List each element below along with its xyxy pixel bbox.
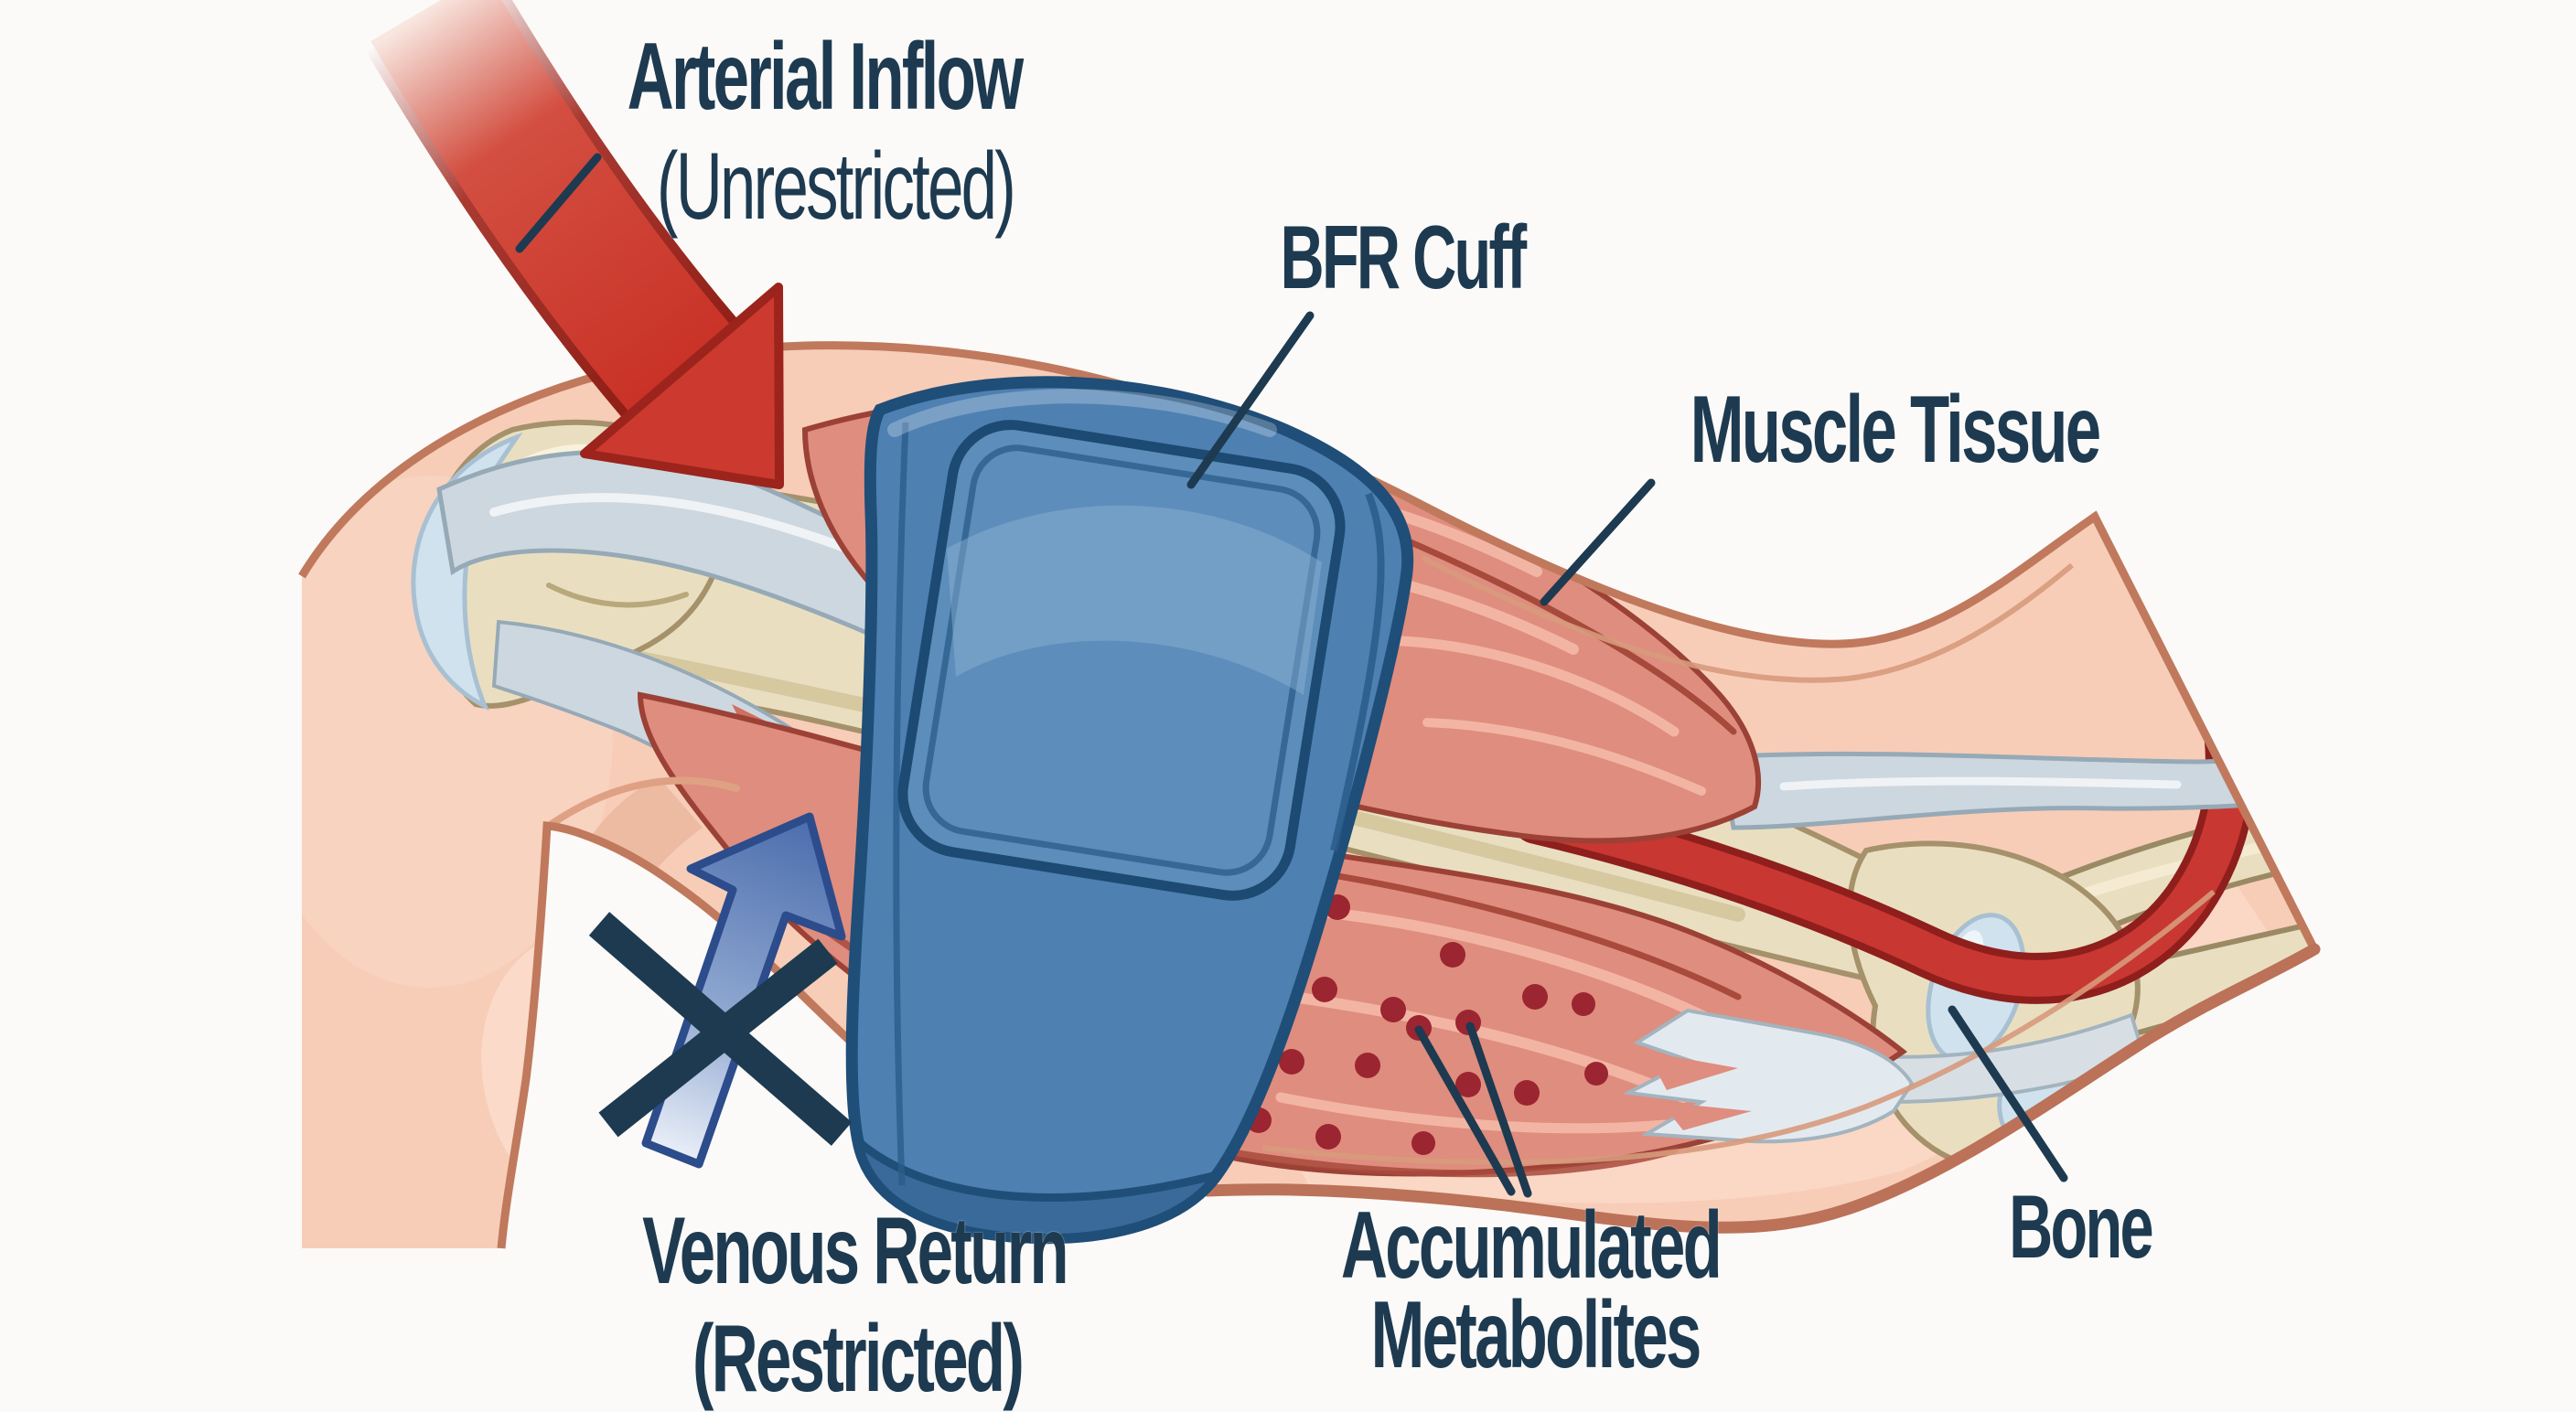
deep-muscle-streak-3 xyxy=(1275,1092,1670,1134)
leader-lines xyxy=(515,153,2068,1198)
cuff-right-fold-line xyxy=(1330,492,1385,851)
leader-metabolites-1 xyxy=(1414,1025,1516,1196)
label-arterial-inflow-subtitle: (Unrestricted) xyxy=(656,134,1016,240)
label-arterial-inflow: Arterial Inflow xyxy=(627,24,1024,130)
humeral-head-crease xyxy=(546,583,689,608)
cuff-pad xyxy=(897,420,1346,901)
cuff-pad-sheen xyxy=(947,505,1322,695)
arterial-inflow-arrow xyxy=(362,0,784,489)
label-bfr-cuff: BFR Cuff xyxy=(1280,207,1528,307)
fan-fiber-1 xyxy=(1647,1052,1738,1090)
bfr-cuff xyxy=(845,376,1414,1245)
cuff-bottom-fold xyxy=(852,1130,1227,1243)
label-accumulated-metabolites-line2: Metabolites xyxy=(1370,1282,1701,1388)
skin-inner-contour-top xyxy=(1421,555,2074,683)
label-muscle-tissue: Muscle Tissue xyxy=(1690,377,2102,483)
label-venous-return: Venous Return xyxy=(642,1198,1068,1304)
venous-return-arrow xyxy=(641,812,846,1169)
label-venous-return-subtitle: (Restricted) xyxy=(692,1306,1025,1412)
leader-muscle-tissue xyxy=(1540,478,1656,606)
cuff-pad-inner-line xyxy=(922,444,1321,876)
fan-fiber-2 xyxy=(1660,1102,1752,1130)
biceps-distal-tendon xyxy=(1716,744,2314,830)
biceps-streak-4 xyxy=(1422,718,1706,796)
blocked-x-icon xyxy=(588,912,853,1146)
skin-inner-contour-bottom xyxy=(1261,889,2216,1165)
biceps-streak-3 xyxy=(1367,635,1680,737)
leader-bfr-cuff xyxy=(1186,311,1315,489)
label-accumulated-metabolites-line1: Accumulated xyxy=(1340,1193,1723,1299)
label-bone: Bone xyxy=(2009,1176,2153,1277)
cuff-left-seam xyxy=(893,422,909,1186)
arm-underside-outline xyxy=(1201,943,2321,1234)
biceps-tendon-shine xyxy=(1779,776,2182,791)
leader-metabolites-2 xyxy=(1465,1022,1532,1198)
leader-bone xyxy=(1948,1005,2068,1182)
armpit-crease xyxy=(545,776,740,829)
cuff-top-highlight xyxy=(887,389,1277,437)
leader-arterial xyxy=(515,153,602,253)
